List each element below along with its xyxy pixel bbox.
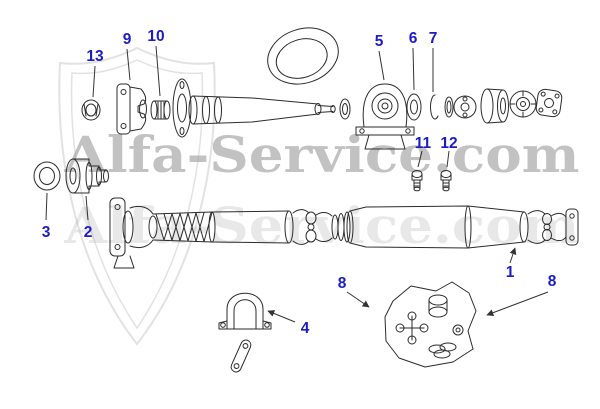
link-plate — [230, 339, 252, 373]
spacer-ring — [444, 96, 454, 118]
bolt-part-11 — [411, 170, 423, 192]
watermark-text: Alfa-Service.com — [63, 125, 579, 184]
coupling-hub-part-2 — [65, 158, 109, 194]
leader-11 — [417, 150, 423, 168]
callout-label-12[interactable]: 12 — [440, 135, 457, 152]
rear-tube — [346, 205, 529, 249]
callout-label-4[interactable]: 4 — [301, 320, 310, 337]
callout-label-11[interactable]: 11 — [415, 135, 432, 152]
callout-label-10[interactable]: 10 — [147, 28, 164, 45]
mid-tube — [211, 210, 294, 244]
leader-12 — [446, 150, 450, 168]
callout-label-8-left[interactable]: 8 — [338, 275, 347, 292]
nut-part-13 — [81, 99, 101, 121]
shield-watermark — [58, 46, 216, 346]
hub-flange — [480, 88, 509, 124]
leader-13 — [92, 65, 96, 98]
repair-kit-bag-part-8 — [384, 281, 477, 368]
callout-labels: 13 9 10 5 6 7 11 12 3 2 4 8 1 8 — [42, 28, 557, 337]
front-flange-yoke — [109, 197, 158, 269]
watermark-text-secondary: Alfa-Service.com — [63, 196, 579, 255]
callout-label-3[interactable]: 3 — [42, 224, 51, 241]
rear-u-joint — [527, 208, 579, 246]
flange-plate — [172, 78, 192, 138]
leader-lines — [45, 45, 549, 323]
leader-2 — [85, 195, 89, 221]
main-shaft-assembly-part-1 — [109, 197, 579, 269]
snap-ring-part-7 — [430, 94, 439, 120]
center-u-joint — [292, 209, 351, 245]
leader-6 — [412, 47, 415, 91]
callout-label-13[interactable]: 13 — [86, 48, 104, 65]
end-plate — [535, 88, 563, 118]
seal-ring-part-3 — [33, 161, 61, 191]
bearing-part-6 — [406, 93, 422, 121]
support-bracket-part-4 — [218, 292, 272, 330]
leader-8-right — [486, 291, 549, 317]
leader-5 — [378, 50, 385, 81]
leader-10 — [155, 45, 161, 97]
grommet-ring — [267, 27, 339, 85]
callout-label-8-right[interactable]: 8 — [548, 273, 557, 290]
callout-label-6[interactable]: 6 — [409, 30, 418, 47]
upper-shaft-assembly — [81, 27, 563, 150]
front-shaft-tube — [188, 95, 336, 125]
callout-label-7[interactable]: 7 — [429, 30, 438, 47]
callout-label-9[interactable]: 9 — [123, 31, 132, 48]
center-support-bearing-part-5 — [355, 83, 415, 150]
leader-4 — [267, 310, 296, 323]
leader-8-left — [346, 291, 370, 308]
joint-disc — [453, 95, 477, 119]
splined-disc — [509, 90, 537, 118]
leader-3 — [45, 192, 48, 221]
washer — [339, 98, 351, 120]
callout-label-1[interactable]: 1 — [506, 264, 515, 281]
spline-bushing-part-10 — [150, 100, 171, 120]
bolt-part-12 — [440, 170, 452, 192]
callout-label-2[interactable]: 2 — [84, 224, 93, 241]
leader-9 — [126, 48, 131, 81]
front-yoke-part-9 — [116, 83, 147, 135]
callout-label-5[interactable]: 5 — [375, 33, 384, 50]
leader-1 — [509, 247, 517, 264]
